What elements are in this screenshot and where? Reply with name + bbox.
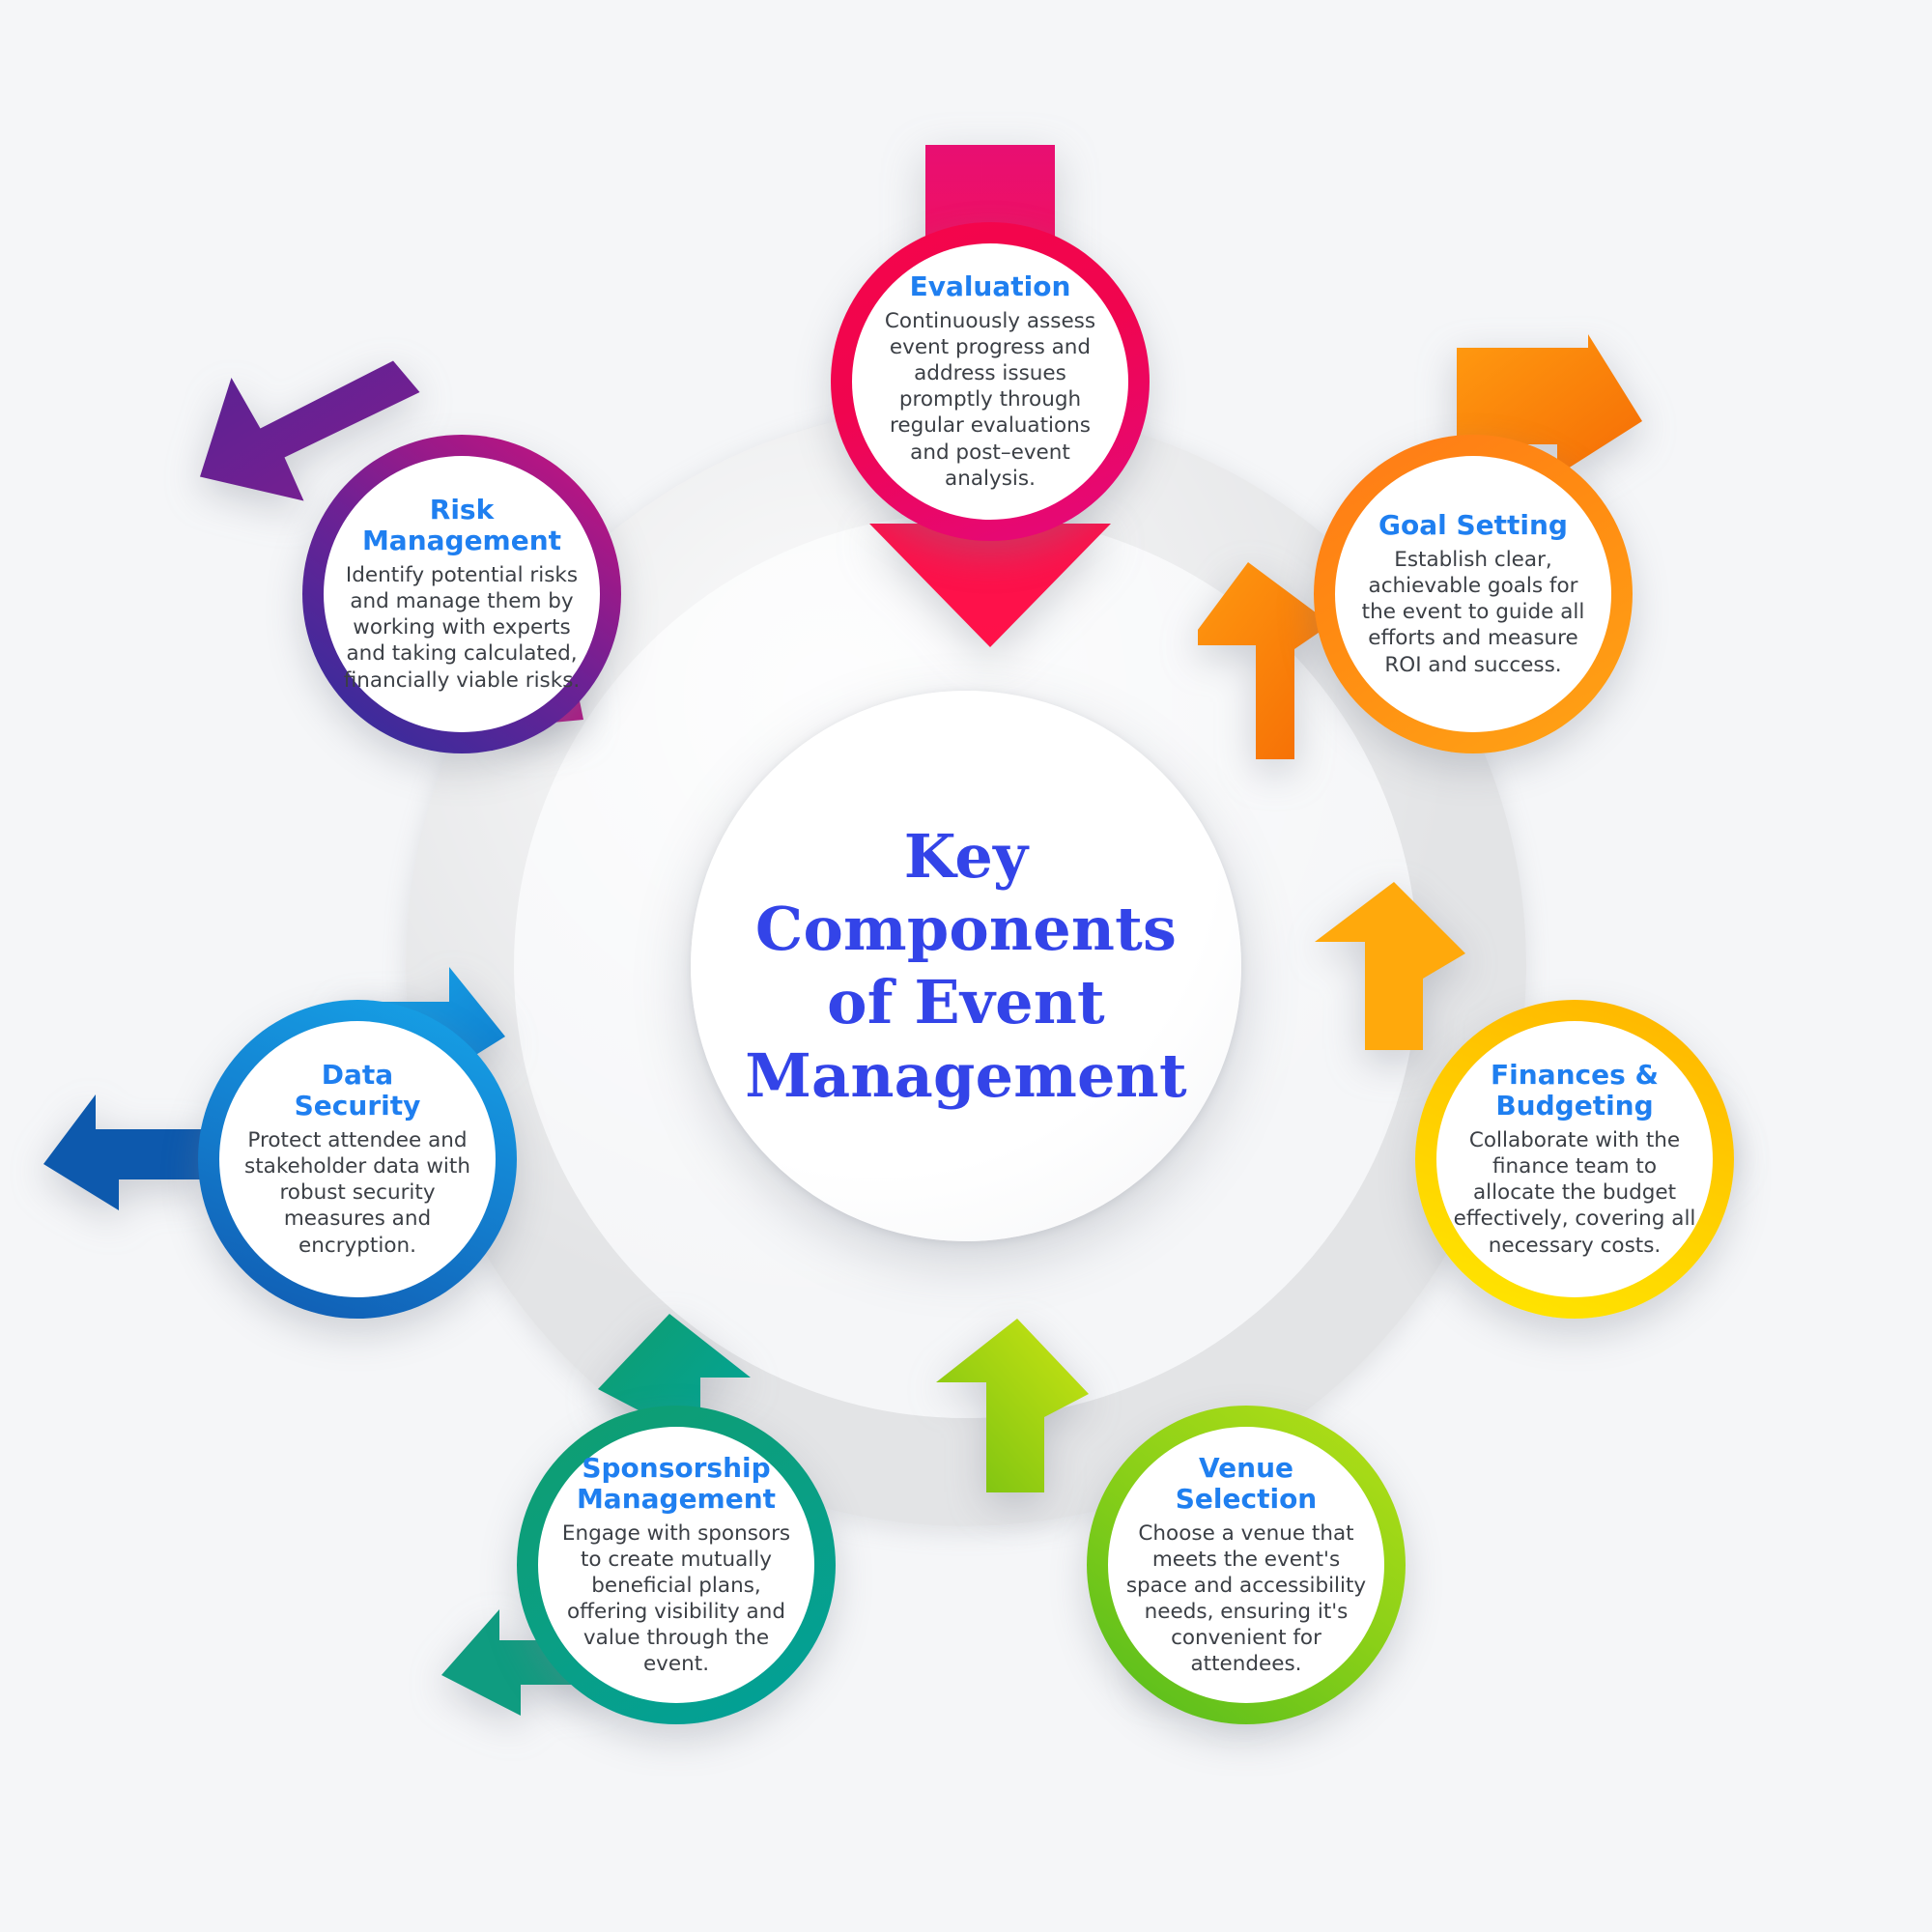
evaluation-title: Evaluation: [909, 270, 1071, 303]
sponsorship-management-arrow-icon: [391, 1246, 894, 1729]
page-title: Key Components of Event Management: [745, 820, 1187, 1111]
sponsorship-management-card: Sponsorship Management Engage with spons…: [538, 1427, 814, 1703]
data-security-card: Data Security Protect attendee and stake…: [219, 1021, 496, 1297]
venue-selection-card: Venue Selection Choose a venue that meet…: [1108, 1427, 1384, 1703]
risk-management-title: Risk Management: [361, 494, 562, 557]
venue-selection-description: Choose a venue that meets the event's sp…: [1125, 1520, 1367, 1677]
goal-setting-title: Goal Setting: [1378, 509, 1568, 542]
finances-budgeting-description: Collaborate with the finance team to all…: [1453, 1128, 1696, 1258]
evaluation-card: Evaluation Continuously assess event pro…: [852, 243, 1128, 520]
node-risk-management[interactable]: Risk Management Identify potential risks…: [200, 360, 621, 753]
evaluation-description: Continuously assess event progress and a…: [884, 309, 1096, 491]
node-data-security[interactable]: Data Security Protect attendee and stake…: [43, 967, 517, 1319]
sponsorship-management-title: Sponsorship Management: [576, 1451, 777, 1515]
risk-management-description: Identify potential risks and manage them…: [343, 563, 581, 693]
finances-budgeting-card: Finances & Budgeting Collaborate with th…: [1436, 1021, 1713, 1297]
sponsorship-management-description: Engage with sponsors to create mutually …: [561, 1520, 791, 1677]
goal-setting-card: Goal Setting Establish clear, achievable…: [1335, 456, 1611, 732]
data-security-description: Protect attendee and stakeholder data wi…: [244, 1128, 470, 1258]
node-goal-setting[interactable]: Goal Setting Establish clear, achievable…: [1198, 334, 1642, 759]
finances-budgeting-title: Finances & Budgeting: [1491, 1059, 1659, 1122]
risk-management-card: Risk Management Identify potential risks…: [324, 456, 600, 732]
node-finances-budgeting[interactable]: Finances & Budgeting Collaborate with th…: [1315, 882, 1734, 1319]
venue-selection-title: Venue Selection: [1175, 1451, 1318, 1515]
center-hub: Key Components of Event Management: [691, 691, 1241, 1241]
data-security-title: Data Security: [294, 1059, 421, 1122]
node-evaluation[interactable]: Evaluation Continuously assess event pro…: [831, 145, 1150, 647]
goal-setting-description: Establish clear, achievable goals for th…: [1361, 548, 1585, 677]
node-sponsorship-management[interactable]: Sponsorship Management Engage with spons…: [441, 1314, 836, 1724]
node-venue-selection[interactable]: Venue Selection Choose a venue that meet…: [936, 1319, 1406, 1724]
